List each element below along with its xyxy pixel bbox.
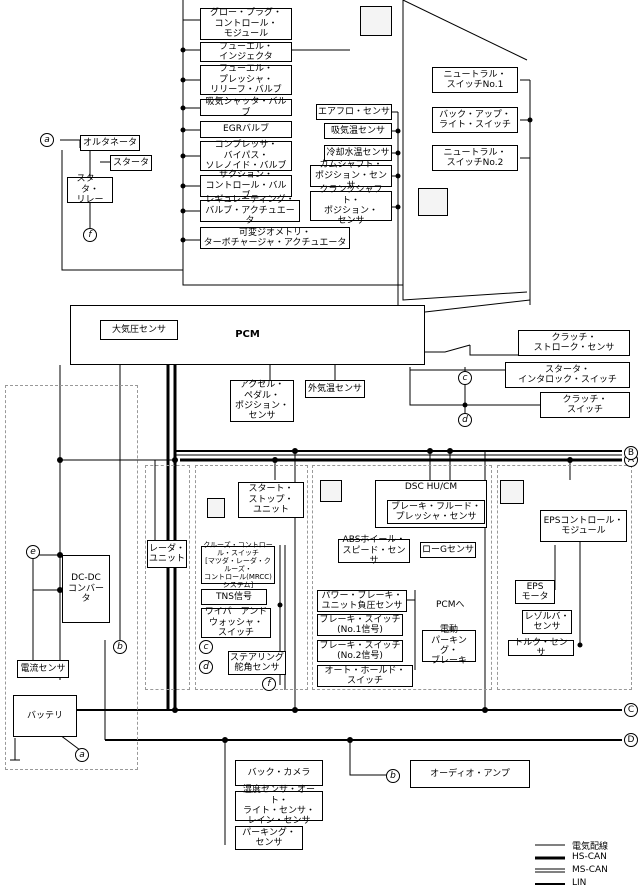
- egr-valve: EGRバルブ: [200, 121, 292, 138]
- pcm-title: PCM: [235, 329, 260, 341]
- crankshaft-position-sensor: クランクシャフト・ ポジション・ センサ: [310, 185, 392, 226]
- audio-amp: オーディオ・アンプ: [410, 760, 530, 788]
- resolver-sensor: レゾルバ・ センサ: [522, 610, 572, 634]
- coolant-temp-sensor: 冷却水温センサ: [324, 145, 392, 161]
- low-g-sensor: ローGセンサ: [420, 542, 476, 558]
- rain-light-humidity-sensor: 湿度センサ・オート・ ライト・センサ・ レイン・センサ: [235, 785, 323, 826]
- vgt-actuator: 可変ジオメトリ・ ターボチャージャ・アクチュエータ: [200, 227, 350, 249]
- dsc-area: [312, 465, 492, 690]
- compressor-bypass-solenoid: コンプレッサ・ バイパス・ ソレノイド・バルブ: [200, 140, 292, 171]
- connector-d-2: d: [199, 660, 213, 674]
- ambient-temp-sensor: 外気温センサ: [305, 380, 365, 398]
- battery: バッテリ: [13, 695, 77, 737]
- engine-icon: [360, 6, 392, 36]
- start-stop-area: [195, 465, 308, 690]
- clutch-switch: クラッチ・ スイッチ: [540, 392, 630, 418]
- neutral-switch-2: ニュートラル・ スイッチNo.2: [432, 145, 518, 171]
- eps-motor: EPS モータ: [515, 580, 555, 604]
- connector-e: e: [26, 545, 40, 559]
- cruise-control-switch: クルーズ・コントロール・スイッチ [マツダ・レーダ・クルーズ・ コントロール(M…: [201, 541, 275, 589]
- eps-control-module: EPSコントロール・ モジュール: [540, 510, 627, 542]
- brake-icon: [320, 480, 342, 502]
- connector-a-2: a: [75, 748, 89, 762]
- glow-plug-module: グロー・プラグ・ コントロール・ モジュール: [200, 8, 292, 40]
- bus-b: B: [624, 446, 638, 460]
- bus-d: D: [624, 733, 638, 747]
- abs-wheel-speed-sensor: ABSホイール・ スピード・センサ: [338, 535, 410, 566]
- steering-wheel-icon: [500, 480, 524, 504]
- current-sensor: 電流センサ: [17, 660, 69, 678]
- brake-switch-1: ブレーキ・スイッチ (No.1信号): [317, 614, 403, 636]
- car-icon: [207, 498, 225, 518]
- torque-sensor: トルク・センサ: [508, 638, 574, 658]
- steering-angle-sensor: ステアリング 舵角センサ: [228, 651, 286, 675]
- connector-f: f: [83, 228, 97, 242]
- fuel-injector: フューエル・ インジェクタ: [200, 42, 292, 62]
- back-camera: バック・カメラ: [235, 760, 323, 786]
- connector-c: c: [458, 371, 472, 385]
- connector-b: b: [113, 640, 127, 654]
- auto-hold-switch: オート・ホールド・ スイッチ: [317, 665, 413, 687]
- clutch-stroke-sensor: クラッチ・ ストローク・センサ: [518, 330, 630, 356]
- engine-icon: [418, 188, 448, 216]
- suction-control-valve: サクション・ コントロール・バルブ: [200, 170, 292, 201]
- tns-signal: TNS信号: [201, 589, 267, 605]
- bus-c: C: [624, 703, 638, 717]
- connector-c-2: c: [199, 640, 213, 654]
- connector-f-2: f: [262, 677, 276, 691]
- to-pcm-label: PCMへ: [436, 600, 465, 610]
- dsc-title: DSC HU/CM: [404, 482, 458, 492]
- accel-pedal-sensor: アクセル・ ペダル・ ポジション・ センサ: [230, 380, 294, 422]
- connector-b-2: b: [386, 769, 400, 783]
- legend-hs-can: HS-CAN: [572, 852, 607, 862]
- starter-relay: スタータ・ リレー: [67, 174, 113, 205]
- dc-dc-converter: DC-DC コンバータ: [62, 555, 110, 623]
- neutral-switch-1: ニュートラル・ スイッチNo.1: [432, 67, 518, 93]
- connector-a: a: [40, 133, 54, 147]
- legend-lin: LIN: [572, 878, 587, 888]
- power-area: [5, 385, 138, 770]
- backup-light-switch: バック・アップ・ ライト・スイッチ: [432, 107, 518, 133]
- parking-sensor: パーキング・ センサ: [235, 826, 303, 850]
- wiper-washer-switch: ワイパ アンド ウォッシャ・ スイッチ: [201, 607, 271, 638]
- radar-area: [145, 465, 190, 690]
- starter: スタータ: [110, 155, 152, 171]
- intake-air-temp-sensor: 吸気温センサ: [324, 123, 392, 139]
- brake-switch-2: ブレーキ・スイッチ (No.2信号): [317, 640, 403, 662]
- fuel-pressure-relief-valve: フューエル・ プレッシャ・ リリーフ・バルブ: [200, 64, 292, 95]
- brake-fluid-pressure-sensor: ブレーキ・フルード・ プレッシャ・センサ: [387, 500, 485, 524]
- radar-unit: レーダ・ ユニット: [147, 540, 187, 568]
- airflow-sensor: エアフロ・センサ: [316, 104, 392, 120]
- legend-wire: 電気配線: [572, 842, 609, 852]
- start-stop-unit: スタート・ ストップ・ ユニット: [238, 482, 304, 518]
- camshaft-position-sensor: カムシャフト・ ポジション・センサ: [310, 160, 392, 191]
- connector-d: d: [458, 413, 472, 427]
- regulating-valve-actuator: レギュレーティング・ バルブ・アクチュエータ: [200, 195, 300, 226]
- power-brake-vacuum-sensor: パワー・ブレーキ・ ユニット負圧センサ: [317, 590, 407, 612]
- legend-ms-can: MS-CAN: [572, 865, 608, 875]
- alternator: オルタネータ: [80, 135, 140, 151]
- eps-area: [497, 465, 632, 690]
- barometric-sensor: 大気圧センサ: [100, 320, 178, 340]
- starter-interlock-switch: スタータ・ インタロック・スイッチ: [505, 362, 630, 388]
- electric-parking-brake: 電動 パーキング・ ブレーキ: [422, 625, 476, 666]
- intake-shutter-valve: 吸気シャッタ・バルブ: [200, 97, 292, 118]
